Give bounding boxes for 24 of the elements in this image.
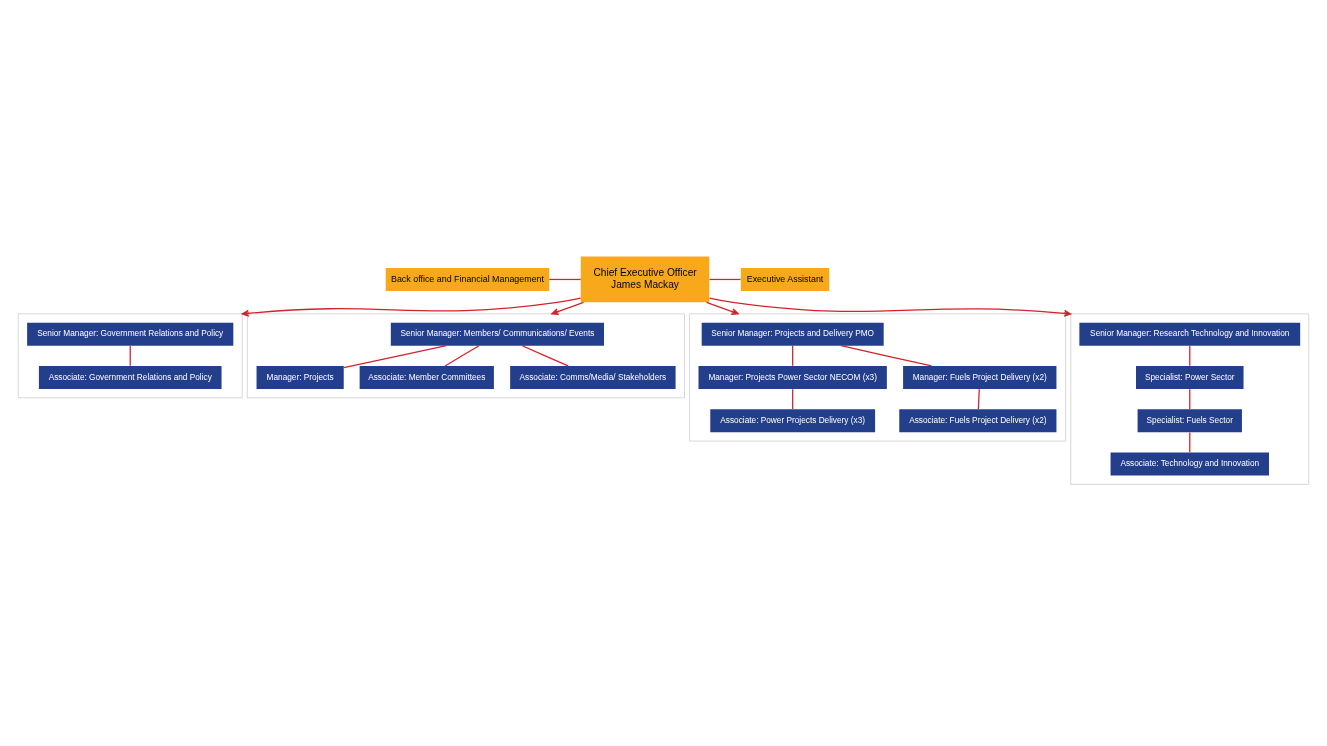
node-box: Chief Executive Officer James Mackay — [580, 256, 710, 303]
connector — [708, 278, 742, 281]
connector — [1189, 345, 1191, 367]
connector — [129, 345, 131, 367]
node-box: Back office and Financial Management — [385, 268, 550, 291]
connector — [548, 278, 582, 281]
connector — [840, 345, 933, 367]
connector — [977, 388, 980, 410]
cluster — [246, 313, 685, 399]
arrow — [705, 301, 739, 315]
cluster — [1070, 313, 1310, 485]
node-box: Executive Assistant — [740, 268, 830, 291]
connector — [343, 345, 447, 369]
arrow — [708, 297, 1072, 317]
cluster — [17, 313, 243, 399]
connector — [444, 345, 480, 367]
connector — [1189, 388, 1191, 410]
connector — [1189, 431, 1191, 453]
arrow — [241, 297, 582, 317]
arrow — [551, 301, 585, 315]
connector — [521, 345, 569, 367]
cluster — [689, 313, 1067, 442]
connector — [792, 345, 794, 367]
connector — [792, 388, 794, 410]
